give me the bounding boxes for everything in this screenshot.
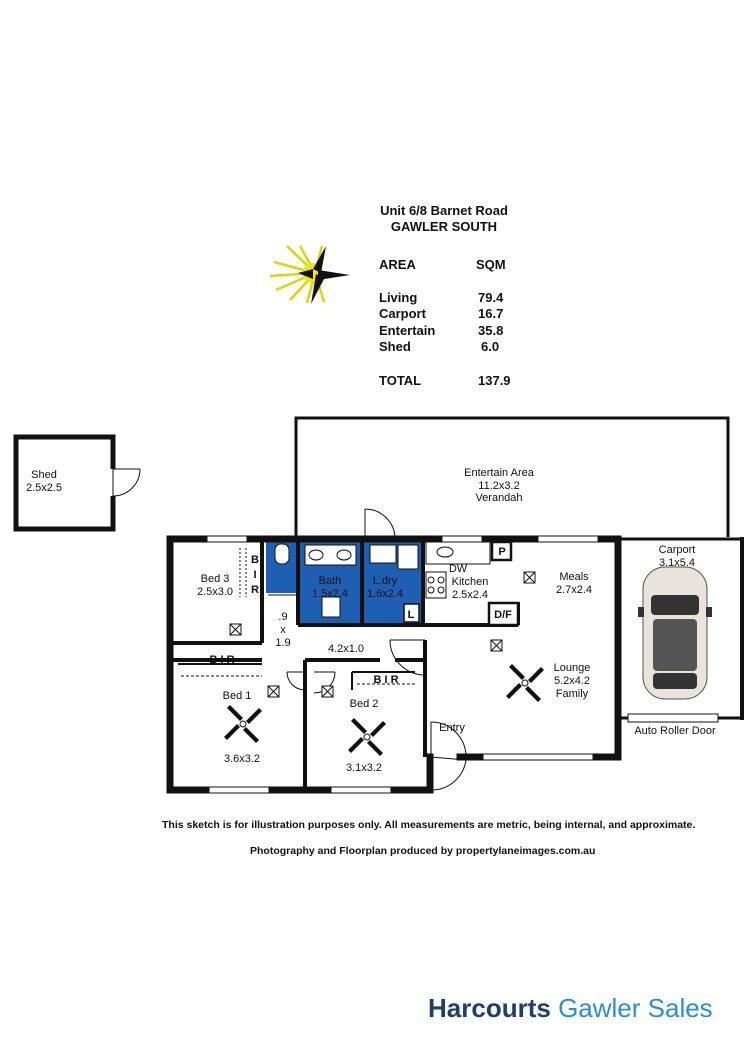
laundry-dims: 1.6x2.4	[367, 588, 403, 600]
linen-label: L	[408, 609, 415, 621]
floor-plan: Unit 6/8 Barnet Road GAWLER SOUTH AREA S…	[13, 203, 744, 794]
bed1-dims: 3.6x3.2	[224, 753, 260, 765]
brand-office: Gawler Sales	[558, 993, 713, 1023]
area-table: AREA SQM Living 79.4 Carport 16.7 Entert…	[379, 257, 511, 388]
total-value: 137.9	[478, 373, 511, 388]
smoke-detector-icon	[229, 571, 536, 698]
carport-dims: 3.1x5.4	[659, 557, 695, 569]
hall-dims: 4.2x1.0	[328, 643, 364, 655]
credit-text: Photography and Floorplan produced by pr…	[250, 845, 596, 857]
bed3-dims: 2.5x3.0	[197, 586, 233, 598]
area-row-value: 35.8	[478, 323, 503, 338]
bed2-dims: 3.1x3.2	[346, 762, 382, 774]
roller-door-label: Auto Roller Door	[634, 725, 716, 737]
bir3-label: B	[251, 554, 259, 566]
bed1-name: Bed 1	[223, 690, 252, 702]
bir1-label: B I R	[209, 654, 234, 666]
entertain-name: Entertain Area	[464, 467, 535, 479]
compass-star-icon	[269, 245, 350, 304]
hall-small-dims: x	[280, 624, 286, 636]
ceiling-fan-icon	[224, 664, 544, 756]
shed: Shed 2.5x2.5	[13, 434, 141, 532]
total-label: TOTAL	[379, 373, 421, 388]
bir3-label: R	[251, 584, 259, 596]
area-row-name: Living	[379, 290, 417, 305]
sqm-column-header: SQM	[476, 257, 506, 272]
shed-name: Shed	[31, 469, 57, 481]
brand-logo: Harcourts Gawler Sales	[428, 993, 713, 1024]
laundry-name: L.dry	[373, 575, 398, 587]
carport-name: Carport	[659, 544, 696, 556]
area-row-value: 6.0	[481, 339, 499, 354]
bed3-name: Bed 3	[201, 573, 230, 585]
bath-dims: 1.5x2.4	[312, 588, 348, 600]
bir2-label: B I R	[373, 674, 398, 686]
pantry-label: P	[498, 546, 505, 558]
address-line-2: GAWLER SOUTH	[391, 219, 497, 234]
area-row-name: Carport	[379, 306, 427, 321]
lounge-name: Lounge	[554, 662, 591, 674]
kitchen-name: Kitchen	[452, 576, 489, 588]
address-line-1: Unit 6/8 Barnet Road	[380, 203, 508, 218]
hall-small-dims: 1.9	[275, 637, 290, 649]
dishwasher-label: DW	[449, 563, 468, 575]
entertain-sub: Verandah	[475, 492, 522, 504]
disclaimer-text: This sketch is for illustration purposes…	[162, 819, 696, 831]
car-icon	[638, 566, 712, 700]
area-row-value: 79.4	[478, 290, 504, 305]
windows	[206, 535, 719, 794]
entertain-dims: 11.2x3.2	[478, 480, 519, 492]
fixtures	[274, 540, 520, 627]
meals-name: Meals	[559, 571, 589, 583]
lounge-sub: Family	[556, 688, 589, 700]
entertain-area: Entertain Area 11.2x3.2 Verandah	[294, 416, 730, 537]
area-row-name: Entertain	[379, 323, 435, 338]
meals-dims: 2.7x2.4	[556, 584, 592, 596]
lounge-dims: 5.2x4.2	[554, 675, 590, 687]
brand-name: Harcourts	[428, 993, 551, 1023]
bath-name: Bath	[319, 575, 342, 587]
bed2-name: Bed 2	[350, 698, 379, 710]
bir3-label: I	[253, 569, 256, 581]
kitchen-dims: 2.5x2.4	[452, 589, 488, 601]
area-row-name: Shed	[379, 339, 411, 354]
hall-small-dims: .9	[278, 611, 287, 623]
entry-label: Entry	[439, 722, 465, 734]
area-row-value: 16.7	[478, 306, 503, 321]
fridge-label: D/F	[494, 609, 512, 621]
area-column-header: AREA	[379, 257, 416, 272]
shed-dims: 2.5x2.5	[26, 482, 62, 494]
